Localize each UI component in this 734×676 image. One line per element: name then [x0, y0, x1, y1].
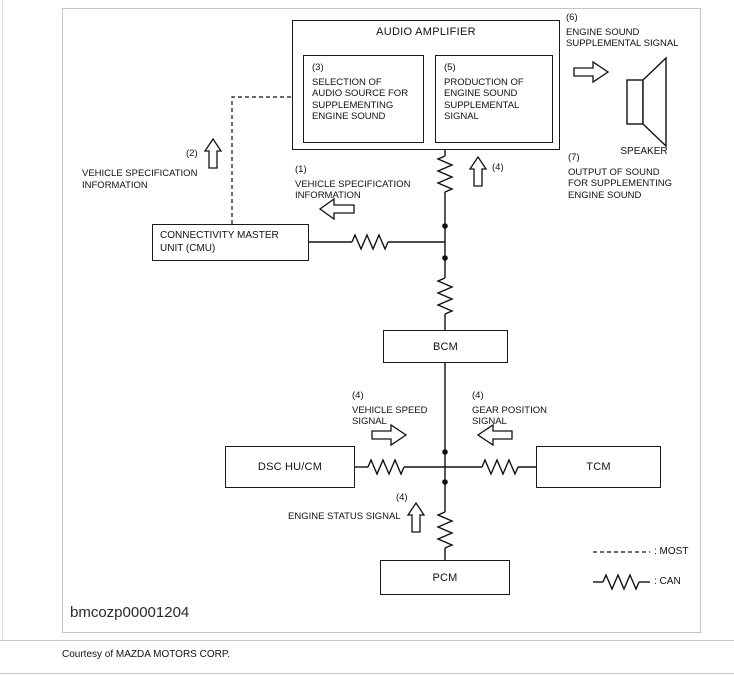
cmu-box: CONNECTIVITY MASTER UNIT (CMU) [152, 224, 309, 261]
label-ref-4-amp: (4) [492, 162, 504, 173]
audio-amplifier-title: AUDIO AMPLIFIER [376, 26, 476, 38]
selection-box: (3) SELECTION OF AUDIO SOURCE FOR SUPPLE… [303, 55, 424, 143]
pcm-box: PCM [380, 560, 510, 595]
figure-panel-border [62, 8, 701, 633]
left-rule [2, 0, 3, 640]
selection-text: SUPPLEMENTING [312, 99, 394, 111]
production-box: (5) PRODUCTION OF ENGINE SOUND SUPPLEMEN… [435, 55, 553, 143]
selection-ref: (3) [312, 62, 324, 73]
production-text: SIGNAL [444, 111, 479, 122]
tcm-label: TCM [586, 461, 611, 473]
label-line: INFORMATION [82, 179, 148, 191]
label-line: SIGNAL [472, 416, 507, 427]
bcm-box: BCM [383, 330, 508, 363]
production-text: PRODUCTION OF [444, 76, 524, 88]
selection-text: SELECTION OF [312, 76, 382, 88]
label-line: VEHICLE SPECIFICATION [295, 178, 411, 190]
label-line: SIGNAL [352, 416, 387, 427]
audio-amplifier-box: AUDIO AMPLIFIER [292, 20, 560, 150]
label-line: VEHICLE SPECIFICATION [82, 168, 198, 179]
speaker-label: SPEAKER [620, 146, 668, 157]
dsc-label: DSC HU/CM [257, 461, 323, 473]
label-ref-4-engine: (4) [396, 492, 408, 503]
label-line: ENGINE SOUND [566, 26, 640, 38]
production-text: SUPPLEMENTAL [444, 99, 520, 111]
label-ref: (7) [568, 152, 580, 163]
label-line: FOR SUPPLEMENTING [568, 178, 672, 189]
footer-top-rule [0, 640, 734, 641]
label-vehicle-speed-signal: (4) VEHICLE SPEED SIGNAL [352, 390, 428, 428]
dsc-box: DSC HU/CM [225, 446, 355, 488]
label-line: GEAR POSITION [472, 404, 547, 416]
production-ref: (5) [444, 62, 456, 73]
label-output-of-sound: (7) OUTPUT OF SOUND FOR SUPPLEMENTING EN… [568, 152, 672, 201]
label-engine-status-signal: ENGINE STATUS SIGNAL [288, 511, 401, 522]
label-line: OUTPUT OF SOUND [568, 166, 660, 178]
courtesy-note: Courtesy of MAZDA MOTORS CORP. [62, 649, 231, 660]
cmu-label: UNIT (CMU) [160, 243, 216, 254]
label-line: ENGINE SOUND [568, 189, 642, 201]
production-text: ENGINE SOUND [444, 88, 518, 99]
label-line: INFORMATION [295, 190, 361, 201]
label-ref: (1) [295, 164, 307, 175]
bcm-label: BCM [432, 340, 459, 353]
pcm-label: PCM [432, 571, 458, 584]
selection-text: AUDIO SOURCE FOR [312, 88, 409, 99]
label-ref: (4) [472, 390, 484, 401]
label-engine-sound-supplemental: (6) ENGINE SOUND SUPPLEMENTAL SIGNAL [566, 12, 678, 50]
selection-text: ENGINE SOUND [312, 111, 386, 122]
footer-bottom-rule [0, 673, 734, 674]
label-ref: (6) [566, 12, 578, 23]
label-ref: (4) [352, 390, 364, 401]
label-line: VEHICLE SPEED [352, 404, 428, 416]
cmu-label: CONNECTIVITY MASTER [160, 230, 279, 241]
figure-id-caption: bmcozp00001204 [70, 604, 190, 621]
tcm-box: TCM [536, 446, 661, 488]
label-vehicle-spec-info-1: (1) VEHICLE SPECIFICATION INFORMATION [295, 164, 410, 202]
label-gear-position-signal: (4) GEAR POSITION SIGNAL [472, 390, 547, 428]
label-ref-2: (2) [186, 148, 198, 159]
legend-most-label: : MOST [654, 546, 689, 557]
label-vehicle-spec-info-2: VEHICLE SPECIFICATION INFORMATION [82, 168, 197, 191]
legend-can-label: : CAN [654, 576, 681, 587]
label-line: SUPPLEMENTAL SIGNAL [566, 38, 679, 49]
